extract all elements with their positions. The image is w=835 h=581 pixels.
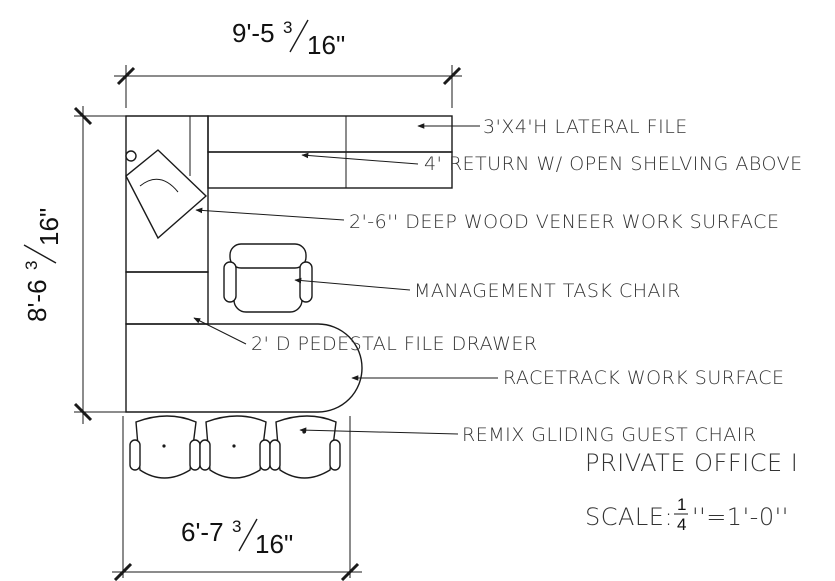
- guest-chair-icon: [199, 415, 271, 479]
- pedestal-file-drawer: [125, 271, 209, 325]
- racetrack-work-surface: [125, 323, 363, 413]
- dimension-left-denominator: 16: [34, 217, 64, 246]
- dimension-top-inch: ": [336, 30, 345, 60]
- dimension-top-denominator: 16: [307, 30, 336, 60]
- scale-numerator: 1: [677, 495, 686, 514]
- furniture-plan: [125, 115, 453, 479]
- lateral-file-label: 3'X4'H LATERAL FILE: [483, 116, 688, 138]
- scale-suffix: ''=1'-0'': [692, 503, 789, 531]
- lateral-file: [207, 115, 453, 153]
- dimension-bottom-whole: 6'-7: [181, 517, 224, 547]
- dimension-bottom-inch: ": [284, 529, 293, 559]
- leader-lines: [193, 123, 498, 435]
- dimension-left-whole: 8'-6: [22, 279, 52, 322]
- scale-denominator: 4: [677, 515, 686, 534]
- guest-chair-icon: [129, 415, 201, 479]
- dimension-top-whole: 9'-5: [232, 18, 275, 48]
- dimension-left-numerator: 3: [22, 261, 41, 270]
- guest-chair-label: REMIX GLIDING GUEST CHAIR: [462, 424, 757, 446]
- dimension-left-depth: 8'-6 3 16 ": [22, 106, 126, 424]
- guest-chair-icon: [269, 415, 341, 479]
- racetrack-label: RACETRACK WORK SURFACE: [503, 367, 785, 389]
- task-chair-icon: [223, 243, 313, 313]
- dimension-bottom-numerator: 3: [232, 517, 241, 536]
- dimension-top-width: 9'-5 3 16 ": [114, 18, 462, 108]
- work-surface-label: 2'-6'' DEEP WOOD VENEER WORK SURFACE: [349, 211, 779, 233]
- return-with-shelving: [207, 151, 453, 189]
- dimension-bottom-denominator: 16: [255, 529, 284, 559]
- dimension-left-inch: ": [34, 208, 64, 217]
- lamp-icon: [125, 149, 208, 240]
- dimension-top-numerator: 3: [283, 18, 292, 37]
- scale-prefix: SCALE:: [585, 503, 673, 531]
- dimension-bottom-width: 6'-7 3 16 ": [112, 416, 362, 581]
- drawing-title: PRIVATE OFFICE I: [585, 449, 798, 477]
- scale-note: SCALE: 1 4 ''=1'-0'': [585, 495, 789, 534]
- task-chair-label: MANAGEMENT TASK CHAIR: [414, 280, 681, 302]
- return-label: 4' RETURN W/ OPEN SHELVING ABOVE: [424, 153, 803, 175]
- pedestal-label: 2' D PEDESTAL FILE DRAWER: [251, 333, 538, 355]
